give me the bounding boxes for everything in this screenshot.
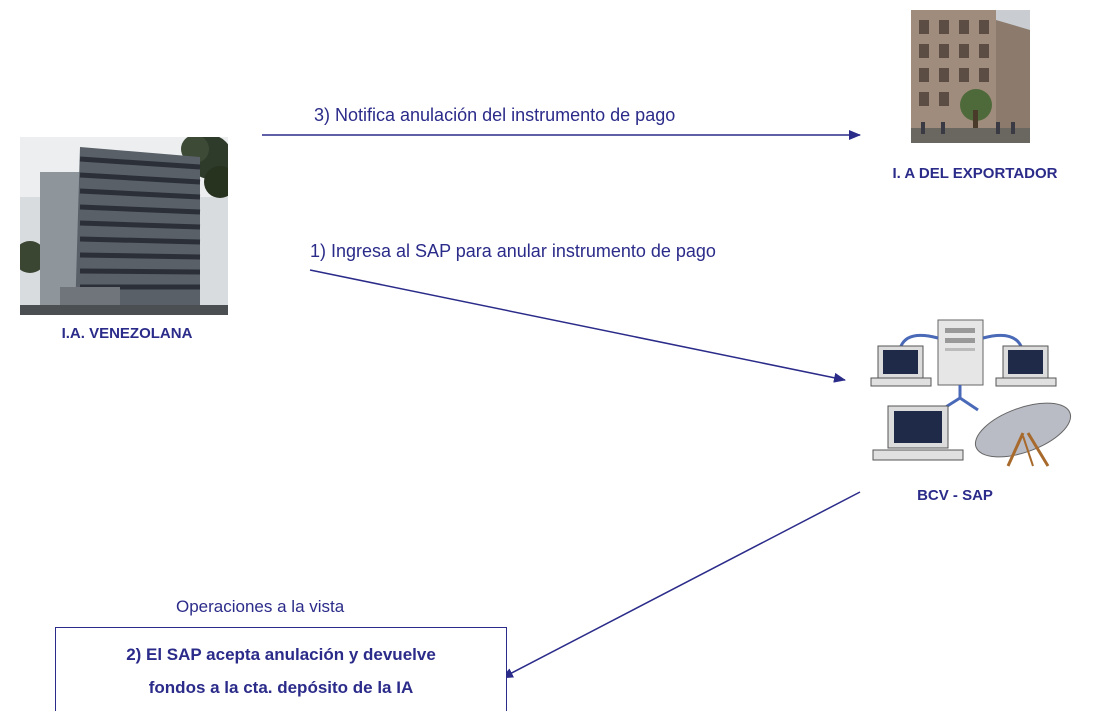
step2-box: 2) El SAP acepta anulación y devuelve fo… bbox=[55, 627, 507, 711]
step1-label: 1) Ingresa al SAP para anular instrument… bbox=[310, 241, 716, 261]
arrow-step2 bbox=[501, 491, 861, 679]
operations-label: Operaciones a la vista bbox=[176, 597, 345, 616]
bcv-sap-label: BCV - SAP bbox=[917, 487, 993, 504]
venezolana-label: I.A. VENEZOLANA bbox=[61, 325, 193, 342]
network-computers-satellite-icon bbox=[863, 318, 1078, 468]
exportador-label: I. A DEL EXPORTADOR bbox=[892, 165, 1058, 182]
arrow-step1 bbox=[309, 269, 846, 383]
step2-box-line1: 2) El SAP acepta anulación y devuelve bbox=[126, 645, 436, 664]
office-building-photo bbox=[20, 137, 228, 315]
historic-building-photo bbox=[911, 10, 1030, 143]
step2-box-line2: fondos a la cta. depósito de la IA bbox=[148, 678, 414, 697]
step3-label: 3) Notifica anulación del instrumento de… bbox=[314, 105, 676, 125]
